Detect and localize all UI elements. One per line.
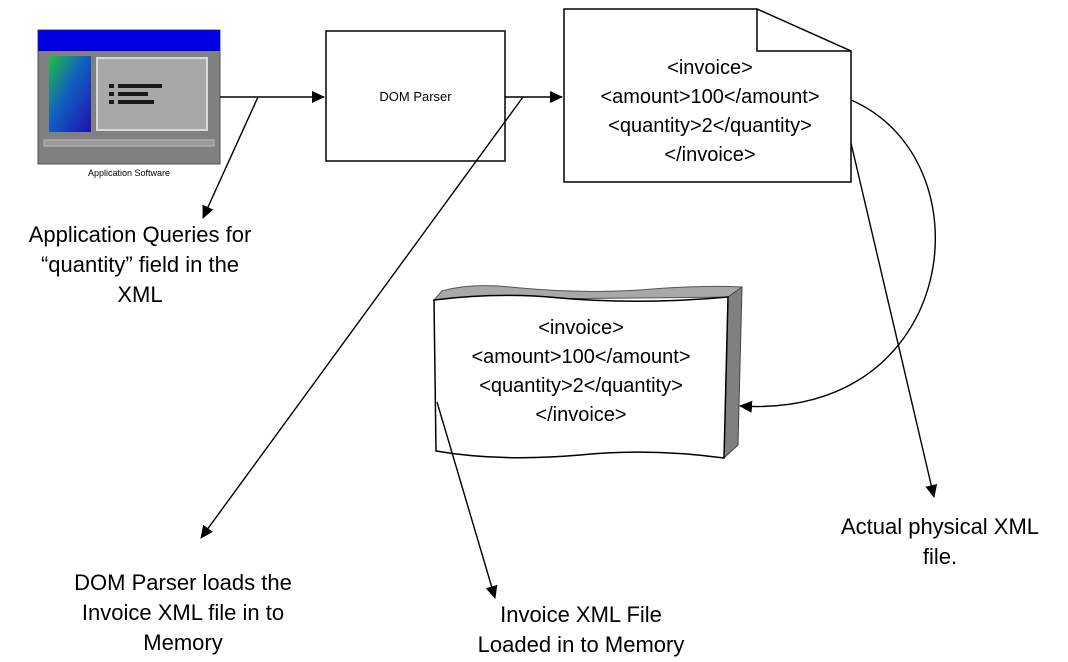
dom-parser-label: DOM Parser	[379, 89, 452, 104]
label-line: DOM Parser loads the	[74, 570, 292, 595]
dom-parser-box	[325, 30, 506, 162]
xml-line: <amount>100</amount>	[471, 346, 691, 368]
label-line: Memory	[143, 630, 223, 655]
label-application-queries: Application Queries for “quantity” field…	[2, 220, 278, 310]
xml-line: </invoice>	[664, 144, 756, 166]
memory-xml-file-shape	[432, 285, 743, 460]
label-line: Application Queries for	[28, 222, 252, 247]
arrow-to-app-queries-label	[202, 96, 259, 219]
physical-xml-file-shape	[563, 8, 852, 183]
xml-line: <invoice>	[538, 317, 624, 339]
arrow-file-to-memory	[739, 99, 936, 413]
label-line: Invoice XML File	[500, 602, 662, 627]
xml-line: <quantity>2</quantity>	[608, 115, 812, 137]
application-window-icon	[37, 29, 221, 165]
xml-line: </invoice>	[535, 404, 627, 426]
label-memory-loaded: Invoice XML File Loaded in to Memory	[446, 600, 716, 660]
label-line: file.	[922, 544, 958, 569]
label-line: XML	[117, 282, 163, 307]
label-line: Invoice XML file in to	[81, 600, 285, 625]
label-dom-parser-loads: DOM Parser loads the Invoice XML file in…	[38, 568, 328, 658]
application-software-caption: Application Software	[87, 168, 171, 178]
arrow-to-physical-label	[850, 142, 938, 498]
connectors	[200, 91, 938, 599]
xml-line: <amount>100</amount>	[600, 86, 820, 108]
xml-line: <quantity>2</quantity>	[479, 375, 683, 397]
label-line: Loaded in to Memory	[477, 632, 685, 657]
label-line: Actual physical XML	[840, 514, 1040, 539]
arrow-to-memory-label	[436, 401, 498, 599]
label-actual-physical-file: Actual physical XML file.	[820, 512, 1060, 572]
arrow-to-parser-loads-label	[200, 96, 524, 539]
physical-xml-content: <invoice> <amount>100</amount> <quantity…	[560, 54, 860, 170]
xml-line: <invoice>	[667, 57, 753, 79]
label-line: “quantity” field in the	[40, 252, 240, 277]
memory-xml-content: <invoice> <amount>100</amount> <quantity…	[434, 314, 728, 430]
